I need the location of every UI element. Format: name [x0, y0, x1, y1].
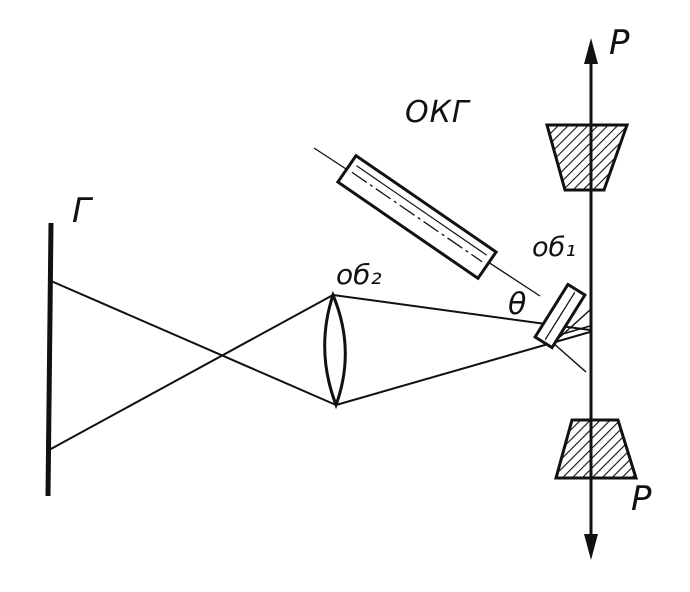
ray-2: [48, 294, 334, 451]
objective-2-lens: [323, 290, 347, 410]
objective-1: [533, 282, 587, 350]
upper-grip: [545, 123, 630, 192]
lower-grip: [554, 418, 639, 480]
arrow-down-head: [584, 534, 598, 560]
objective-2-label: об₂: [336, 258, 382, 291]
laser-tube: [335, 153, 499, 281]
force-bottom-label: P: [631, 479, 652, 519]
screen-line: [45, 222, 54, 497]
screen-label: Г: [72, 191, 94, 231]
angle-label: θ: [508, 287, 526, 322]
arrow-up-head: [584, 38, 598, 64]
objective-1-label: об₁: [532, 232, 576, 263]
ray-6: [551, 341, 587, 373]
ray-1: [50, 280, 337, 406]
force-top-label: P: [609, 23, 630, 63]
ray-7: [559, 309, 591, 338]
laser-label: ОКГ: [405, 95, 471, 130]
